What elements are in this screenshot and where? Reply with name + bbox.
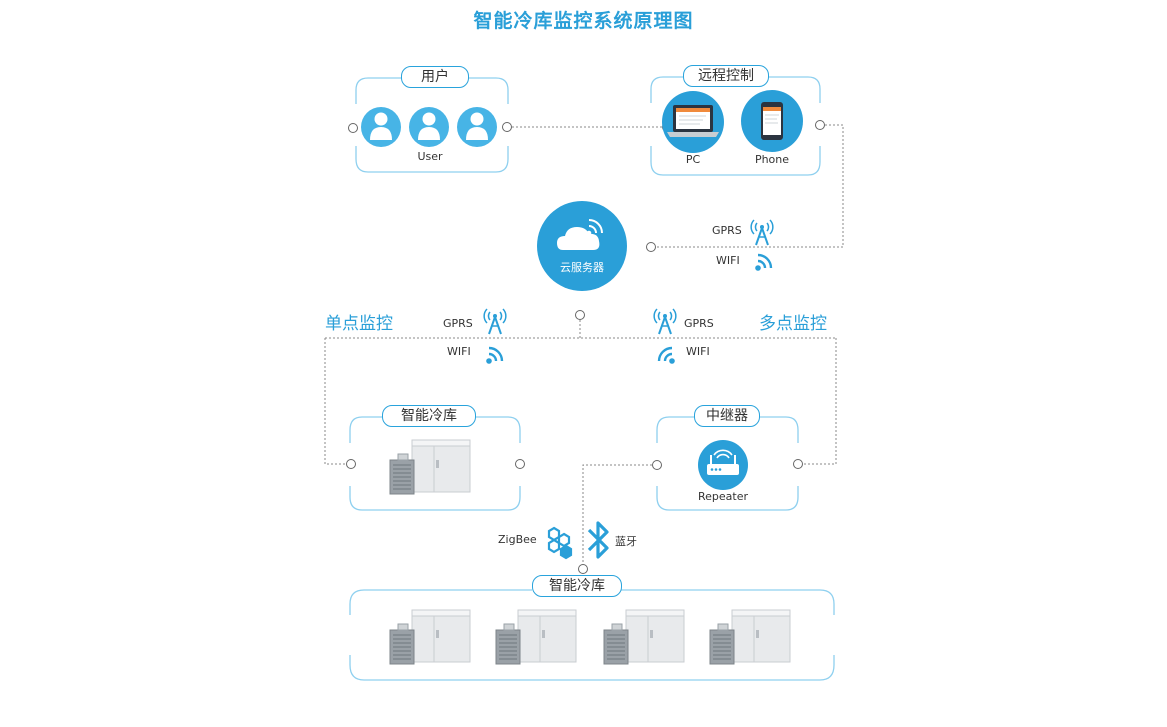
cold-storage-unit-icon [495, 609, 577, 665]
box-outlines [349, 76, 835, 681]
user-icon [361, 107, 401, 147]
connector-nodes [346, 120, 825, 574]
cold-storage-unit-icon [389, 609, 471, 665]
remote-box-label: 远程控制 [683, 65, 769, 87]
user-icon [457, 107, 497, 147]
connection-lines [324, 124, 844, 565]
multi-point-label: 多点监控 [759, 314, 827, 334]
gprs-tower-icon [483, 308, 507, 335]
user-caption: User [417, 150, 443, 163]
bluetooth-label: 蓝牙 [615, 535, 637, 548]
gprs-label: GPRS [684, 317, 714, 330]
phone-icon [741, 90, 803, 152]
cold-storage-label: 智能冷库 [382, 405, 476, 427]
wifi-label: WIFI [716, 254, 740, 267]
user-icon [409, 107, 449, 147]
cloud-server-label: 云服务器 [560, 261, 604, 274]
laptop-icon [662, 91, 724, 153]
pc-caption: PC [685, 153, 701, 166]
gprs-label: GPRS [443, 317, 473, 330]
phone-caption: Phone [754, 153, 790, 166]
gprs-tower-icon [750, 219, 774, 246]
single-point-label: 单点监控 [325, 314, 393, 334]
cold-storage-unit-icon [709, 609, 791, 665]
wifi-icon [754, 253, 773, 272]
wifi-icon [485, 346, 504, 365]
zigbee-label: ZigBee [498, 533, 537, 546]
wifi-label: WIFI [686, 345, 710, 358]
repeater-box-label: 中继器 [694, 405, 760, 427]
repeater-router-icon [698, 440, 748, 490]
cold-storage-unit-icon [389, 439, 471, 495]
cloud-server-icon [537, 201, 627, 291]
cold-storage-group-label: 智能冷库 [532, 575, 622, 597]
zigbee-icon [547, 526, 573, 560]
wifi-icon [657, 346, 676, 365]
gprs-label: GPRS [712, 224, 742, 237]
wifi-label: WIFI [447, 345, 471, 358]
diagram-title: 智能冷库监控系统原理图 [473, 10, 694, 32]
bluetooth-icon [587, 521, 609, 559]
repeater-caption: Repeater [697, 490, 748, 503]
cold-storage-unit-icon [603, 609, 685, 665]
user-box-label: 用户 [401, 66, 469, 88]
gprs-tower-icon [653, 308, 677, 335]
